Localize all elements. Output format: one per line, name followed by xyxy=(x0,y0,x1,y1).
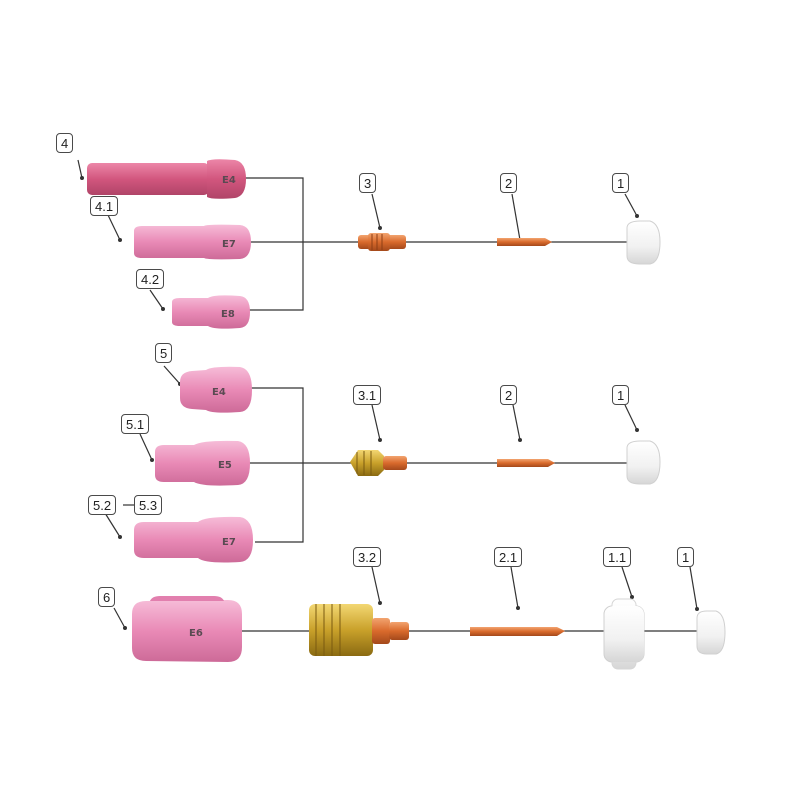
callout-2-mid: 2 xyxy=(500,385,517,405)
svg-text:E6: E6 xyxy=(189,628,203,639)
cup-5-2: E7 xyxy=(134,517,253,563)
leader-4-2 xyxy=(150,290,163,309)
leader-5 xyxy=(164,366,180,384)
svg-text:E7: E7 xyxy=(222,239,236,250)
leader-1-1 xyxy=(622,567,632,597)
callout-4-1: 4.1 xyxy=(90,196,118,216)
leader-1-top xyxy=(625,194,637,216)
callout-5-1: 5.1 xyxy=(121,414,149,434)
back-cap-1-mid xyxy=(627,441,660,484)
cup-5-1: E5 xyxy=(155,441,250,486)
cup-6: E6 xyxy=(132,596,242,662)
svg-text:E7: E7 xyxy=(222,537,236,548)
cup-4-long: E4 xyxy=(87,159,246,199)
leader-6 xyxy=(114,608,125,628)
cup-4-2: E8 xyxy=(172,295,250,328)
callout-3-2: 3.2 xyxy=(353,547,381,567)
callout-3-1: 3.1 xyxy=(353,385,381,405)
leader-1-bottom xyxy=(690,567,697,609)
back-cap-1-bottom xyxy=(697,611,725,654)
gas-lens-3-1 xyxy=(350,450,407,476)
svg-text:E5: E5 xyxy=(218,460,232,471)
collet-2-1 xyxy=(470,627,565,636)
bracket-row1 xyxy=(245,178,303,310)
leader-2-mid xyxy=(513,405,520,440)
leader-4-1 xyxy=(108,215,120,240)
svg-text:E4: E4 xyxy=(212,387,226,398)
callout-1-bottom: 1 xyxy=(677,547,694,567)
leader-3-2 xyxy=(372,567,380,603)
callout-4-2: 4.2 xyxy=(136,269,164,289)
collet-2-mid xyxy=(497,459,555,467)
leader-3-1 xyxy=(372,405,380,440)
collet-body-3 xyxy=(358,233,406,251)
gas-lens-3-2 xyxy=(309,604,409,656)
callout-5-3: 5.3 xyxy=(134,495,162,515)
callout-5-2: 5.2 xyxy=(88,495,116,515)
callout-1-mid: 1 xyxy=(612,385,629,405)
callout-6: 6 xyxy=(98,587,115,607)
callout-2-top: 2 xyxy=(500,173,517,193)
bracket-row2 xyxy=(245,388,303,542)
svg-text:E4: E4 xyxy=(222,175,236,186)
leader-2-top xyxy=(512,194,520,240)
leader-5-2 xyxy=(105,513,120,537)
collet-2-top xyxy=(497,238,552,246)
callout-4: 4 xyxy=(56,133,73,153)
cup-4-1: E7 xyxy=(134,225,251,260)
callout-2-1: 2.1 xyxy=(494,547,522,567)
leader-4 xyxy=(78,160,82,178)
leader-3 xyxy=(372,194,380,228)
callout-1-1: 1.1 xyxy=(603,547,631,567)
leader-5-1 xyxy=(140,434,152,460)
back-cap-1-top xyxy=(627,221,660,264)
callout-3: 3 xyxy=(359,173,376,193)
leader-2-1 xyxy=(511,567,518,608)
cup-5: E4 xyxy=(180,367,252,413)
svg-text:E8: E8 xyxy=(221,309,235,320)
insulator-1-1 xyxy=(604,599,644,669)
callout-1-top: 1 xyxy=(612,173,629,193)
callout-5: 5 xyxy=(155,343,172,363)
leader-1-mid xyxy=(625,405,637,430)
